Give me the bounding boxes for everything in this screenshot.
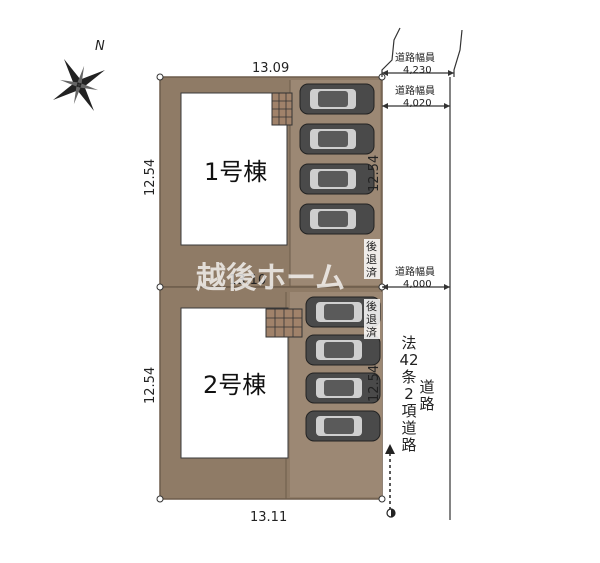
lot-2: 2号棟 [159,286,383,500]
entrance-1 [271,92,293,126]
setback-label-2: 後退済 [364,299,380,339]
road-type-char: 法 [401,334,416,352]
car-icon [305,334,381,366]
car-icon [299,163,375,195]
dimension-arrowheads [382,70,454,290]
building-2-label: 2号棟 [203,371,266,399]
road [381,27,463,520]
road-type-side-char: 道 [419,378,434,396]
lot-2-right-depth: 12.54 [367,365,382,402]
car-icon [305,410,381,442]
setback-label-1: 後退済 [364,239,380,279]
lot-1-right-depth: 12.54 [367,155,382,192]
compass-star-icon [53,59,105,111]
road-type-char: 項 [401,402,416,420]
road-type-char: 道 [401,419,416,437]
boundary-markers [156,73,386,503]
compass-north-label: N [95,39,105,54]
compass: N [53,39,105,111]
entrance-2 [265,308,303,338]
car-icon [299,203,375,235]
access-arrow-icon [385,444,396,518]
parking-lot-1 [299,83,375,235]
road-width-3-value: 4,000 [403,279,432,290]
lot-1-left-depth: 12.54 [143,159,158,196]
road-type-char: 42 [399,351,418,369]
road-width-1-value: 4,230 [403,65,432,76]
road-type-char: 条 [401,368,416,386]
car-icon [305,372,381,404]
road-width-2-value: 4,020 [403,98,432,109]
building-1-label: 1号棟 [204,158,267,186]
road-type-char: 2 [404,385,414,403]
road-width-3-label: 道路幅員 [395,265,435,278]
watermark: 越後ホーム [196,261,345,296]
lot-1-top-width: 13.09 [252,61,289,76]
road-width-2-label: 道路幅員 [395,84,435,97]
setback-text: 後退済 [366,239,377,279]
building-1 [180,92,288,246]
road-type-side-label: 道路 [419,378,434,413]
parking-lot-2 [305,296,381,442]
road-type-char: 路 [401,436,416,454]
road-width-1-label: 道路幅員 [395,51,435,64]
road-type-side-char: 路 [419,395,434,413]
lot-2-left-depth: 12.54 [143,367,158,404]
lot-2-top-width: 13.10 [229,273,266,288]
car-icon [299,83,375,115]
lot-2-bottom-width: 13.11 [250,510,287,525]
setback-text: 後退済 [366,299,377,339]
car-icon [299,123,375,155]
